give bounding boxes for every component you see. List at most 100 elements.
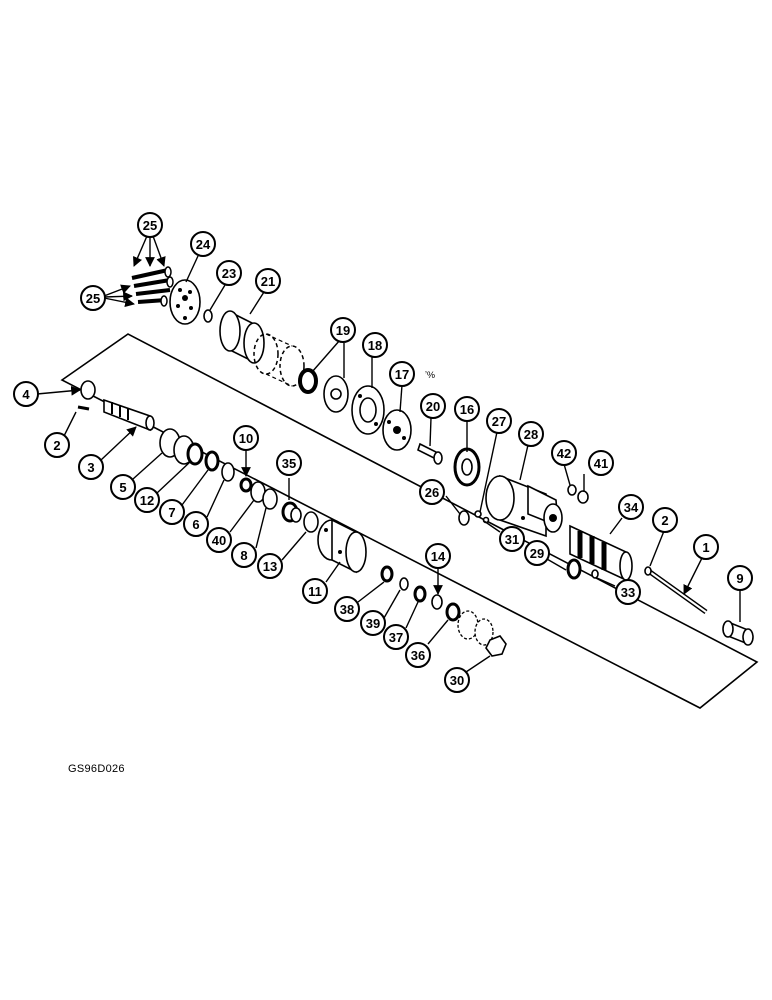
part-21-housing-ring (219, 310, 265, 364)
svg-text:24: 24 (196, 237, 211, 252)
part-18-rotor-housing (351, 385, 385, 435)
callout-23: 23 (216, 260, 242, 286)
callout-40: 40 (206, 527, 232, 553)
part-26-plug (458, 510, 470, 526)
svg-text:19: 19 (336, 323, 350, 338)
svg-text:6: 6 (192, 517, 199, 532)
part-7-washer (204, 450, 220, 472)
callout-37: 38 (334, 596, 360, 622)
svg-text:25: 25 (86, 291, 100, 306)
callout-29: 29 (524, 540, 550, 566)
callout-39: 36 (405, 642, 431, 668)
part-6-washer (221, 462, 235, 482)
svg-text:41: 41 (594, 456, 608, 471)
callout-16: 16 (454, 396, 480, 422)
part-33-ring (591, 569, 599, 579)
part-12-washer (186, 442, 204, 466)
callout-6: 6 (183, 511, 209, 537)
svg-text:18: 18 (368, 338, 382, 353)
svg-text:25: 25 (143, 218, 157, 233)
svg-text:38: 38 (340, 602, 354, 617)
callout-20: 20 (420, 393, 446, 419)
svg-text:2: 2 (661, 513, 668, 528)
callout-11: 11 (302, 578, 328, 604)
part-1-rod (644, 566, 708, 615)
svg-text:23: 23 (222, 266, 236, 281)
svg-text:11: 11 (308, 584, 322, 599)
svg-text:42: 42 (557, 446, 571, 461)
callout-34: 34 (618, 494, 644, 520)
svg-text:5: 5 (119, 480, 126, 495)
part-28-valve-housing (485, 474, 563, 538)
part-41-plug (577, 490, 589, 504)
svg-text:27: 27 (492, 414, 506, 429)
callout-1: 1 (693, 534, 719, 560)
part-10-seal (239, 477, 253, 493)
callout-21: 21 (255, 268, 281, 294)
callout-41: 41 (588, 450, 614, 476)
part-8-washer (262, 488, 278, 510)
part-hub (457, 610, 494, 646)
svg-text:3: 3 (87, 460, 94, 475)
assembly-boundary (60, 333, 759, 709)
svg-text:37: 37 (389, 630, 403, 645)
part-dashed-ring (253, 333, 305, 387)
callout-7: 7 (159, 499, 185, 525)
svg-text:7: 7 (168, 505, 175, 520)
callout-26: 26 (419, 479, 445, 505)
svg-text:34: 34 (624, 500, 639, 515)
callout-35: 35 (276, 450, 302, 476)
svg-text:1: 1 (702, 540, 709, 555)
svg-text:29: 29 (530, 546, 544, 561)
svg-text:14: 14 (431, 549, 446, 564)
callout-13: 13 (257, 553, 283, 579)
svg-text:10: 10 (239, 431, 253, 446)
callout-2-left: 2 (44, 432, 70, 458)
svg-text:21: 21 (261, 274, 275, 289)
callout-27: 27 (486, 408, 512, 434)
part-25-bolts (131, 266, 174, 307)
part-14-snap-ring (431, 594, 443, 610)
svg-text:30: 30 (450, 673, 464, 688)
svg-text:33: 33 (621, 585, 635, 600)
svg-text:16: 16 (460, 402, 474, 417)
svg-text:31: 31 (505, 532, 519, 547)
part-4-bushing (80, 380, 96, 400)
part-19-bearing (298, 368, 349, 413)
callout-24: 24 (190, 231, 216, 257)
part-3-shaft (103, 398, 155, 432)
callout-3: 3 (78, 454, 104, 480)
callout-12: 12 (134, 487, 160, 513)
svg-text:17: 17 (395, 367, 409, 382)
part-20-drive-link (417, 442, 443, 465)
svg-text:40: 40 (212, 533, 226, 548)
callout-42: 42 (551, 440, 577, 466)
callout-25a: 25 (137, 212, 163, 238)
part-17-plate (382, 409, 412, 451)
svg-text:4: 4 (22, 387, 30, 402)
svg-text:13: 13 (263, 559, 277, 574)
callout-10: 10 (233, 425, 259, 451)
callout-19: 19 (330, 317, 356, 343)
callout-30: 30 (444, 667, 470, 693)
callout-9: 9 (727, 565, 753, 591)
callout-18: 18 (362, 332, 388, 358)
callout-2-right: 2 (652, 507, 678, 533)
svg-text:39: 39 (366, 616, 380, 631)
callout-31: 31 (499, 526, 525, 552)
part-36-washer (413, 585, 427, 603)
svg-text:12: 12 (140, 493, 154, 508)
part-37-seal (380, 565, 394, 583)
part-29-seal (566, 558, 582, 580)
callout-38: 39 (360, 610, 386, 636)
part-30-nut (485, 635, 507, 657)
callout-4: 4 (13, 381, 39, 407)
callout-14: 14 (425, 543, 451, 569)
part-42-plug (567, 484, 577, 496)
part-11-flange-housing (317, 518, 367, 574)
callout-36: 37 (383, 624, 409, 650)
part-35-bearing (281, 501, 302, 523)
part-2-pin (77, 405, 90, 411)
callout-33: 33 (615, 579, 641, 605)
